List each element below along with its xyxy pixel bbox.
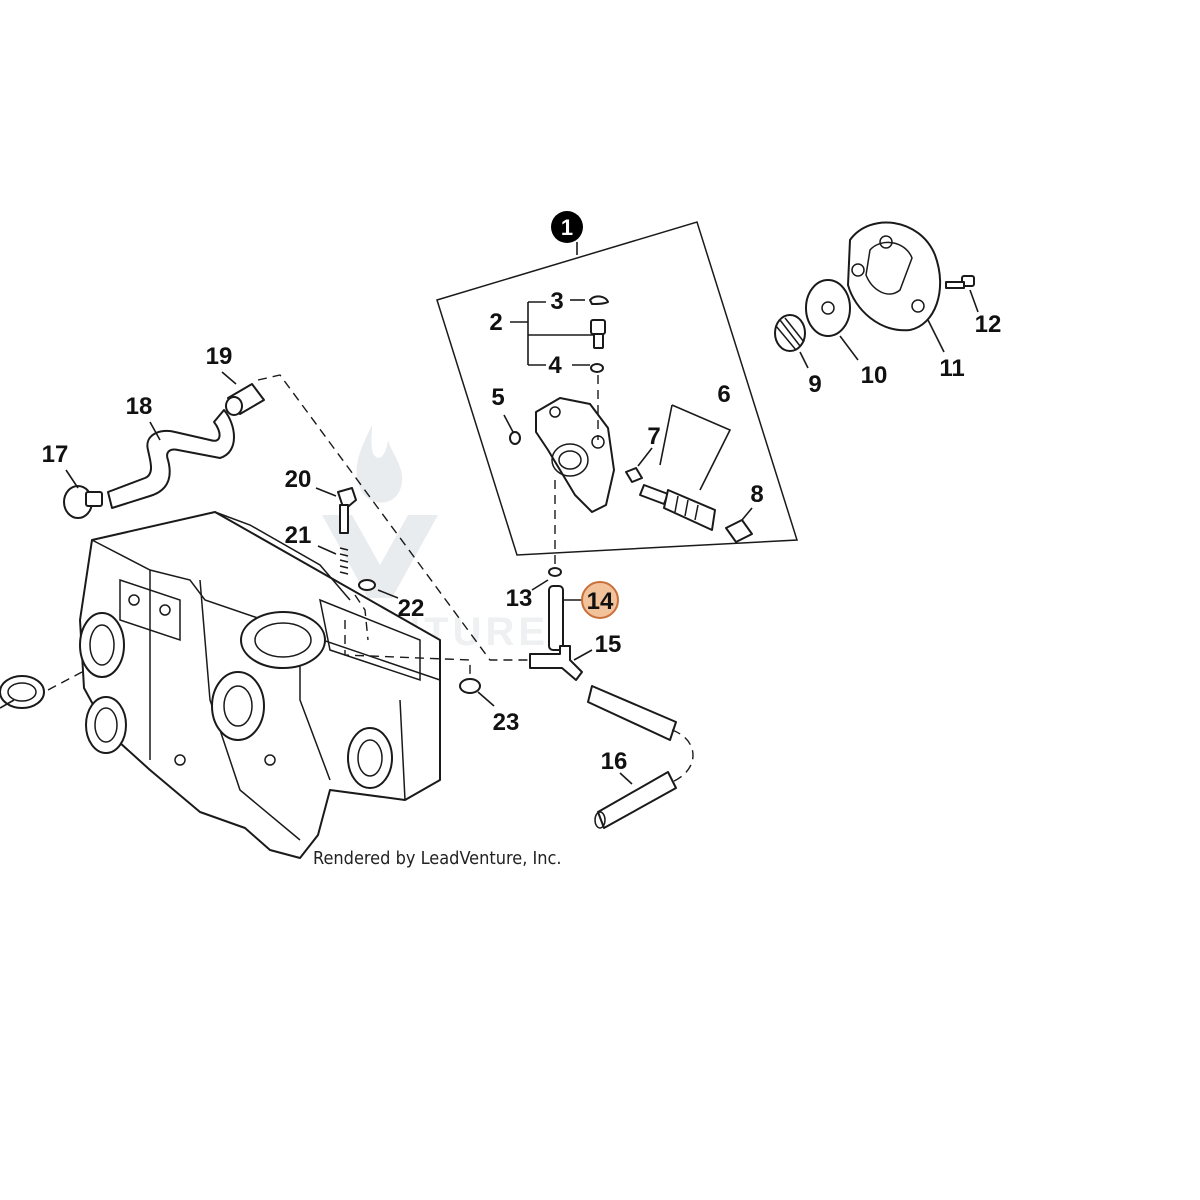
part-14-tube xyxy=(548,585,564,651)
part-20-bolt xyxy=(337,487,357,534)
part-11-cover xyxy=(847,221,942,332)
part-4-oring xyxy=(590,363,604,373)
routing-line-a xyxy=(257,374,530,661)
part-13-oring xyxy=(548,567,562,577)
crankcase xyxy=(79,511,441,859)
part-21-spring xyxy=(339,547,349,575)
callout-11[interactable]: 11 xyxy=(939,355,964,382)
part-3-clip xyxy=(589,295,609,305)
callout-21[interactable]: 21 xyxy=(285,522,312,549)
part-2-adjuster xyxy=(590,319,606,349)
callout-3[interactable]: 3 xyxy=(550,288,563,315)
part-16-hose xyxy=(587,685,677,829)
part-8-cap xyxy=(725,519,753,543)
part-10-disc xyxy=(805,279,851,337)
callout-18[interactable]: 18 xyxy=(126,393,153,420)
leader-lines xyxy=(65,289,979,785)
callout-19[interactable]: 19 xyxy=(206,343,233,370)
part-6-piston xyxy=(639,484,716,531)
routing-line-e xyxy=(671,729,694,783)
callout-badge-1 xyxy=(551,211,583,243)
callout-5[interactable]: 5 xyxy=(491,384,504,411)
part-7-plug xyxy=(625,467,643,483)
part-5-oring xyxy=(509,431,521,445)
callout-22[interactable]: 22 xyxy=(398,595,425,622)
callout-23[interactable]: 23 xyxy=(493,709,520,736)
callout-20[interactable]: 20 xyxy=(285,466,312,493)
part-23-washer xyxy=(459,678,481,694)
routing-line-f xyxy=(354,594,369,641)
part-17-fitting xyxy=(63,485,103,519)
callout-17[interactable]: 17 xyxy=(42,441,69,468)
part-19-sleeve xyxy=(225,383,265,416)
part-18-hose xyxy=(107,409,235,509)
callout-7[interactable]: 7 xyxy=(647,423,660,450)
callout-1: 1 xyxy=(561,215,573,240)
callout-6[interactable]: 6 xyxy=(717,381,730,408)
callout-14[interactable]: 14 xyxy=(587,588,614,615)
render-credit: Rendered by LeadVenture, Inc. xyxy=(313,848,562,869)
callout-10[interactable]: 10 xyxy=(861,362,888,389)
callout-4[interactable]: 4 xyxy=(548,352,562,379)
assembly-1-outline xyxy=(436,221,799,556)
routing-line-b xyxy=(344,620,471,680)
part-22-oring xyxy=(358,579,376,591)
left-edge-part xyxy=(0,675,45,709)
callout-9[interactable]: 9 xyxy=(808,371,821,398)
routing-line-g xyxy=(47,671,83,691)
callout-badge-14-highlight xyxy=(581,581,619,619)
callout-8[interactable]: 8 xyxy=(750,481,763,508)
part-9-worm xyxy=(774,314,806,352)
part-12-screw xyxy=(945,275,975,289)
callout-2[interactable]: 2 xyxy=(489,309,502,336)
callout-13[interactable]: 13 xyxy=(506,585,533,612)
callout-12[interactable]: 12 xyxy=(975,311,1002,338)
part-15-tee xyxy=(529,645,583,681)
callout-16[interactable]: 16 xyxy=(601,748,628,775)
callout-15[interactable]: 15 xyxy=(595,631,622,658)
oil-pump-body xyxy=(535,397,615,513)
